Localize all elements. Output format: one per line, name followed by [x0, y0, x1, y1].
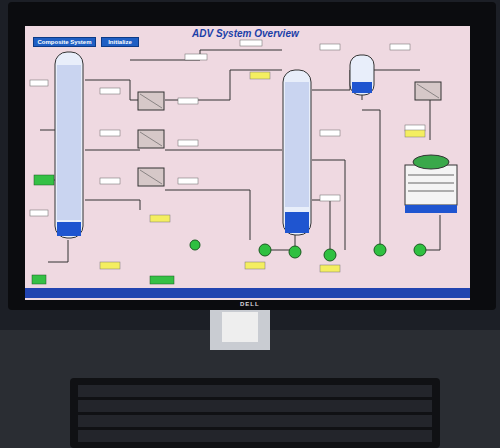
column-packing — [57, 65, 81, 220]
button-label: Composite System — [37, 39, 91, 45]
tower-fill — [408, 175, 454, 191]
value-readout — [30, 40, 425, 216]
heat-exchanger — [138, 82, 441, 186]
exchanger-hatching — [140, 84, 439, 184]
brand-logo: DELL — [240, 301, 260, 307]
vessel — [350, 55, 374, 95]
flow-readout — [100, 72, 425, 272]
keyboard — [70, 378, 440, 448]
screen-button: Composite System — [33, 37, 96, 47]
screen-button: Initialize — [101, 37, 139, 47]
monitor-bezel — [8, 2, 496, 310]
vessel-liquid — [352, 82, 372, 93]
cooling-tower — [405, 165, 457, 205]
pump-symbol — [190, 240, 426, 261]
screen-title: ADV System Overview — [192, 28, 299, 39]
process-pipes — [40, 50, 440, 262]
button-label: Initialize — [108, 39, 132, 45]
column-packing — [285, 82, 309, 207]
keyboard-keys — [78, 385, 432, 442]
status-bar — [25, 288, 470, 298]
distillation-column — [55, 52, 83, 238]
column-liquid — [57, 222, 81, 236]
cooling-fan — [413, 155, 449, 169]
status-indicator — [32, 175, 174, 284]
screen — [25, 26, 470, 300]
stand-sticker — [222, 312, 258, 342]
tower-basin — [405, 205, 457, 213]
distillation-column — [283, 70, 311, 235]
column-liquid — [285, 212, 309, 233]
